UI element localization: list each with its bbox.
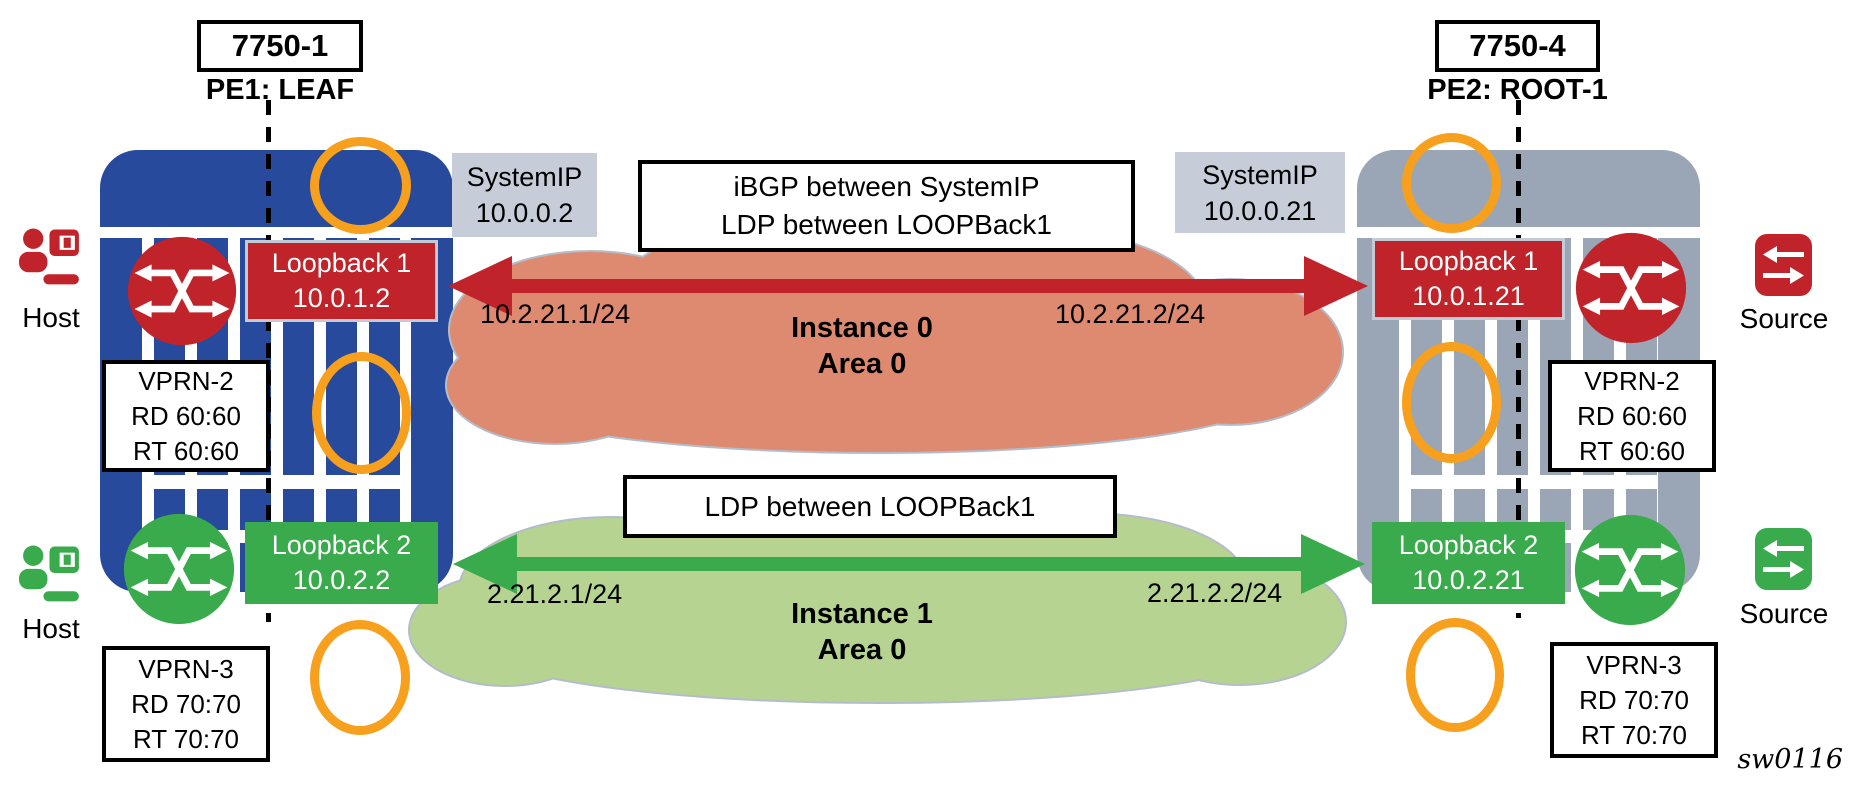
loopback1-ip: 10.0.1.2 [292, 283, 391, 313]
fabric-icon [1574, 514, 1686, 626]
fabric-icon [1575, 232, 1687, 344]
green-link-right-ip: 2.21.2.2/24 [1147, 578, 1283, 608]
source-label: Source [1739, 598, 1829, 629]
ring-icon [1402, 342, 1501, 463]
ldp-line: LDP between LOOPBack1 [720, 209, 1052, 240]
vprn-name: VPRN-2 [1584, 365, 1680, 396]
vprn-rt: RT 70:70 [1580, 719, 1687, 750]
systemip-address: 10.0.0.2 [475, 198, 574, 228]
ring-icon [310, 137, 411, 234]
loopback2-label: Loopback 2 [271, 530, 412, 560]
vprn-rd: RD 60:60 [131, 400, 241, 431]
pe2-title-box: 7750-4 [1435, 20, 1600, 72]
vprn-name: VPRN-3 [1586, 649, 1682, 680]
pe2-vprn3-box: VPRN-3 RD 70:70 RT 70:70 [1550, 642, 1718, 758]
loopback1-label: Loopback 1 [271, 248, 412, 278]
instance1-cloud-label: Instance 1 Area 0 [712, 596, 1012, 668]
loopback2-label: Loopback 2 [1398, 530, 1539, 560]
figure-id: sw0116 [1737, 744, 1843, 775]
pe1-vprn2-box: VPRN-2 RD 60:60 RT 60:60 [102, 360, 270, 472]
instance0-cloud-label: Instance 0 Area 0 [712, 310, 1012, 382]
vprn-name: VPRN-2 [138, 365, 234, 396]
pe1-title: 7750-1 [231, 28, 329, 63]
host-label: Host [22, 302, 80, 333]
pe2-dashed-axis [1516, 100, 1521, 618]
host-icon [19, 545, 79, 602]
pe2-vprn2-box: VPRN-2 RD 60:60 RT 60:60 [1548, 360, 1716, 472]
red-link-right-ip: 10.2.21.2/24 [1055, 299, 1206, 329]
pe1-title-box: 7750-1 [197, 20, 363, 72]
vprn-rd: RD 70:70 [1579, 684, 1689, 715]
loopback1-label: Loopback 1 [1398, 246, 1539, 276]
loopback2-ip: 10.0.2.2 [292, 565, 391, 595]
systemip-label: SystemIP [1202, 159, 1318, 190]
ring-icon [310, 620, 410, 735]
vprn-name: VPRN-3 [138, 653, 234, 684]
pe2-subtitle: PE2: ROOT-1 [1427, 74, 1608, 106]
ldp-line: LDP between LOOPBack1 [704, 490, 1036, 522]
source-icon [1755, 528, 1812, 590]
ring-icon [1402, 133, 1501, 233]
red-link-left-ip: 10.2.21.1/24 [480, 299, 631, 329]
vprn-rd: RD 60:60 [1577, 400, 1687, 431]
source-label: Source [1739, 303, 1829, 334]
ring-icon [1406, 618, 1504, 732]
systemip-label: SystemIP [466, 162, 583, 192]
vprn-rt: RT 70:70 [132, 723, 239, 754]
ibgp-line: iBGP between SystemIP [733, 171, 1040, 202]
host-label: Host [22, 613, 80, 644]
instance1-cloud-fill [410, 494, 1345, 702]
instance-line: Instance 1 [791, 598, 933, 630]
pe1-vprn3-box: VPRN-3 RD 70:70 RT 70:70 [102, 646, 270, 762]
red-link-arrow [448, 256, 1368, 316]
ldp-callout: LDP between LOOPBack1 [623, 475, 1117, 538]
pe2-title: 7750-4 [1469, 28, 1566, 63]
green-link-left-ip: 2.21.2.1/24 [487, 579, 623, 609]
systemip-address: 10.0.0.21 [1203, 195, 1317, 226]
fabric-icon [127, 236, 237, 346]
vprn-rt: RT 60:60 [1578, 435, 1685, 466]
pe1-loopback2-box: Loopback 2 10.0.2.2 [245, 522, 438, 604]
source-icon [1755, 234, 1812, 296]
area-line: Area 0 [817, 348, 907, 380]
instance-line: Instance 0 [791, 312, 933, 344]
pe1-systemip-box: SystemIP 10.0.0.2 [452, 153, 597, 237]
pe2-loopback1-box: Loopback 1 10.0.1.21 [1372, 238, 1565, 320]
vprn-rd: RD 70:70 [131, 688, 241, 719]
vprn-rt: RT 60:60 [132, 435, 239, 466]
loopback1-ip: 10.0.1.21 [1412, 281, 1525, 311]
area-line: Area 0 [817, 634, 907, 666]
loopback2-ip: 10.0.2.21 [1412, 565, 1525, 595]
pe1-loopback1-box: Loopback 1 10.0.1.2 [245, 240, 438, 322]
host-icon [19, 228, 79, 285]
pe1-subtitle: PE1: LEAF [205, 74, 355, 106]
pe2-loopback2-box: Loopback 2 10.0.2.21 [1372, 522, 1565, 604]
ring-icon [312, 352, 411, 474]
pe2-systemip-box: SystemIP 10.0.0.21 [1175, 152, 1345, 233]
fabric-icon [123, 513, 235, 625]
ibgp-ldp-callout: iBGP between SystemIP LDP between LOOPBa… [638, 160, 1135, 252]
green-link-arrow [453, 534, 1365, 594]
